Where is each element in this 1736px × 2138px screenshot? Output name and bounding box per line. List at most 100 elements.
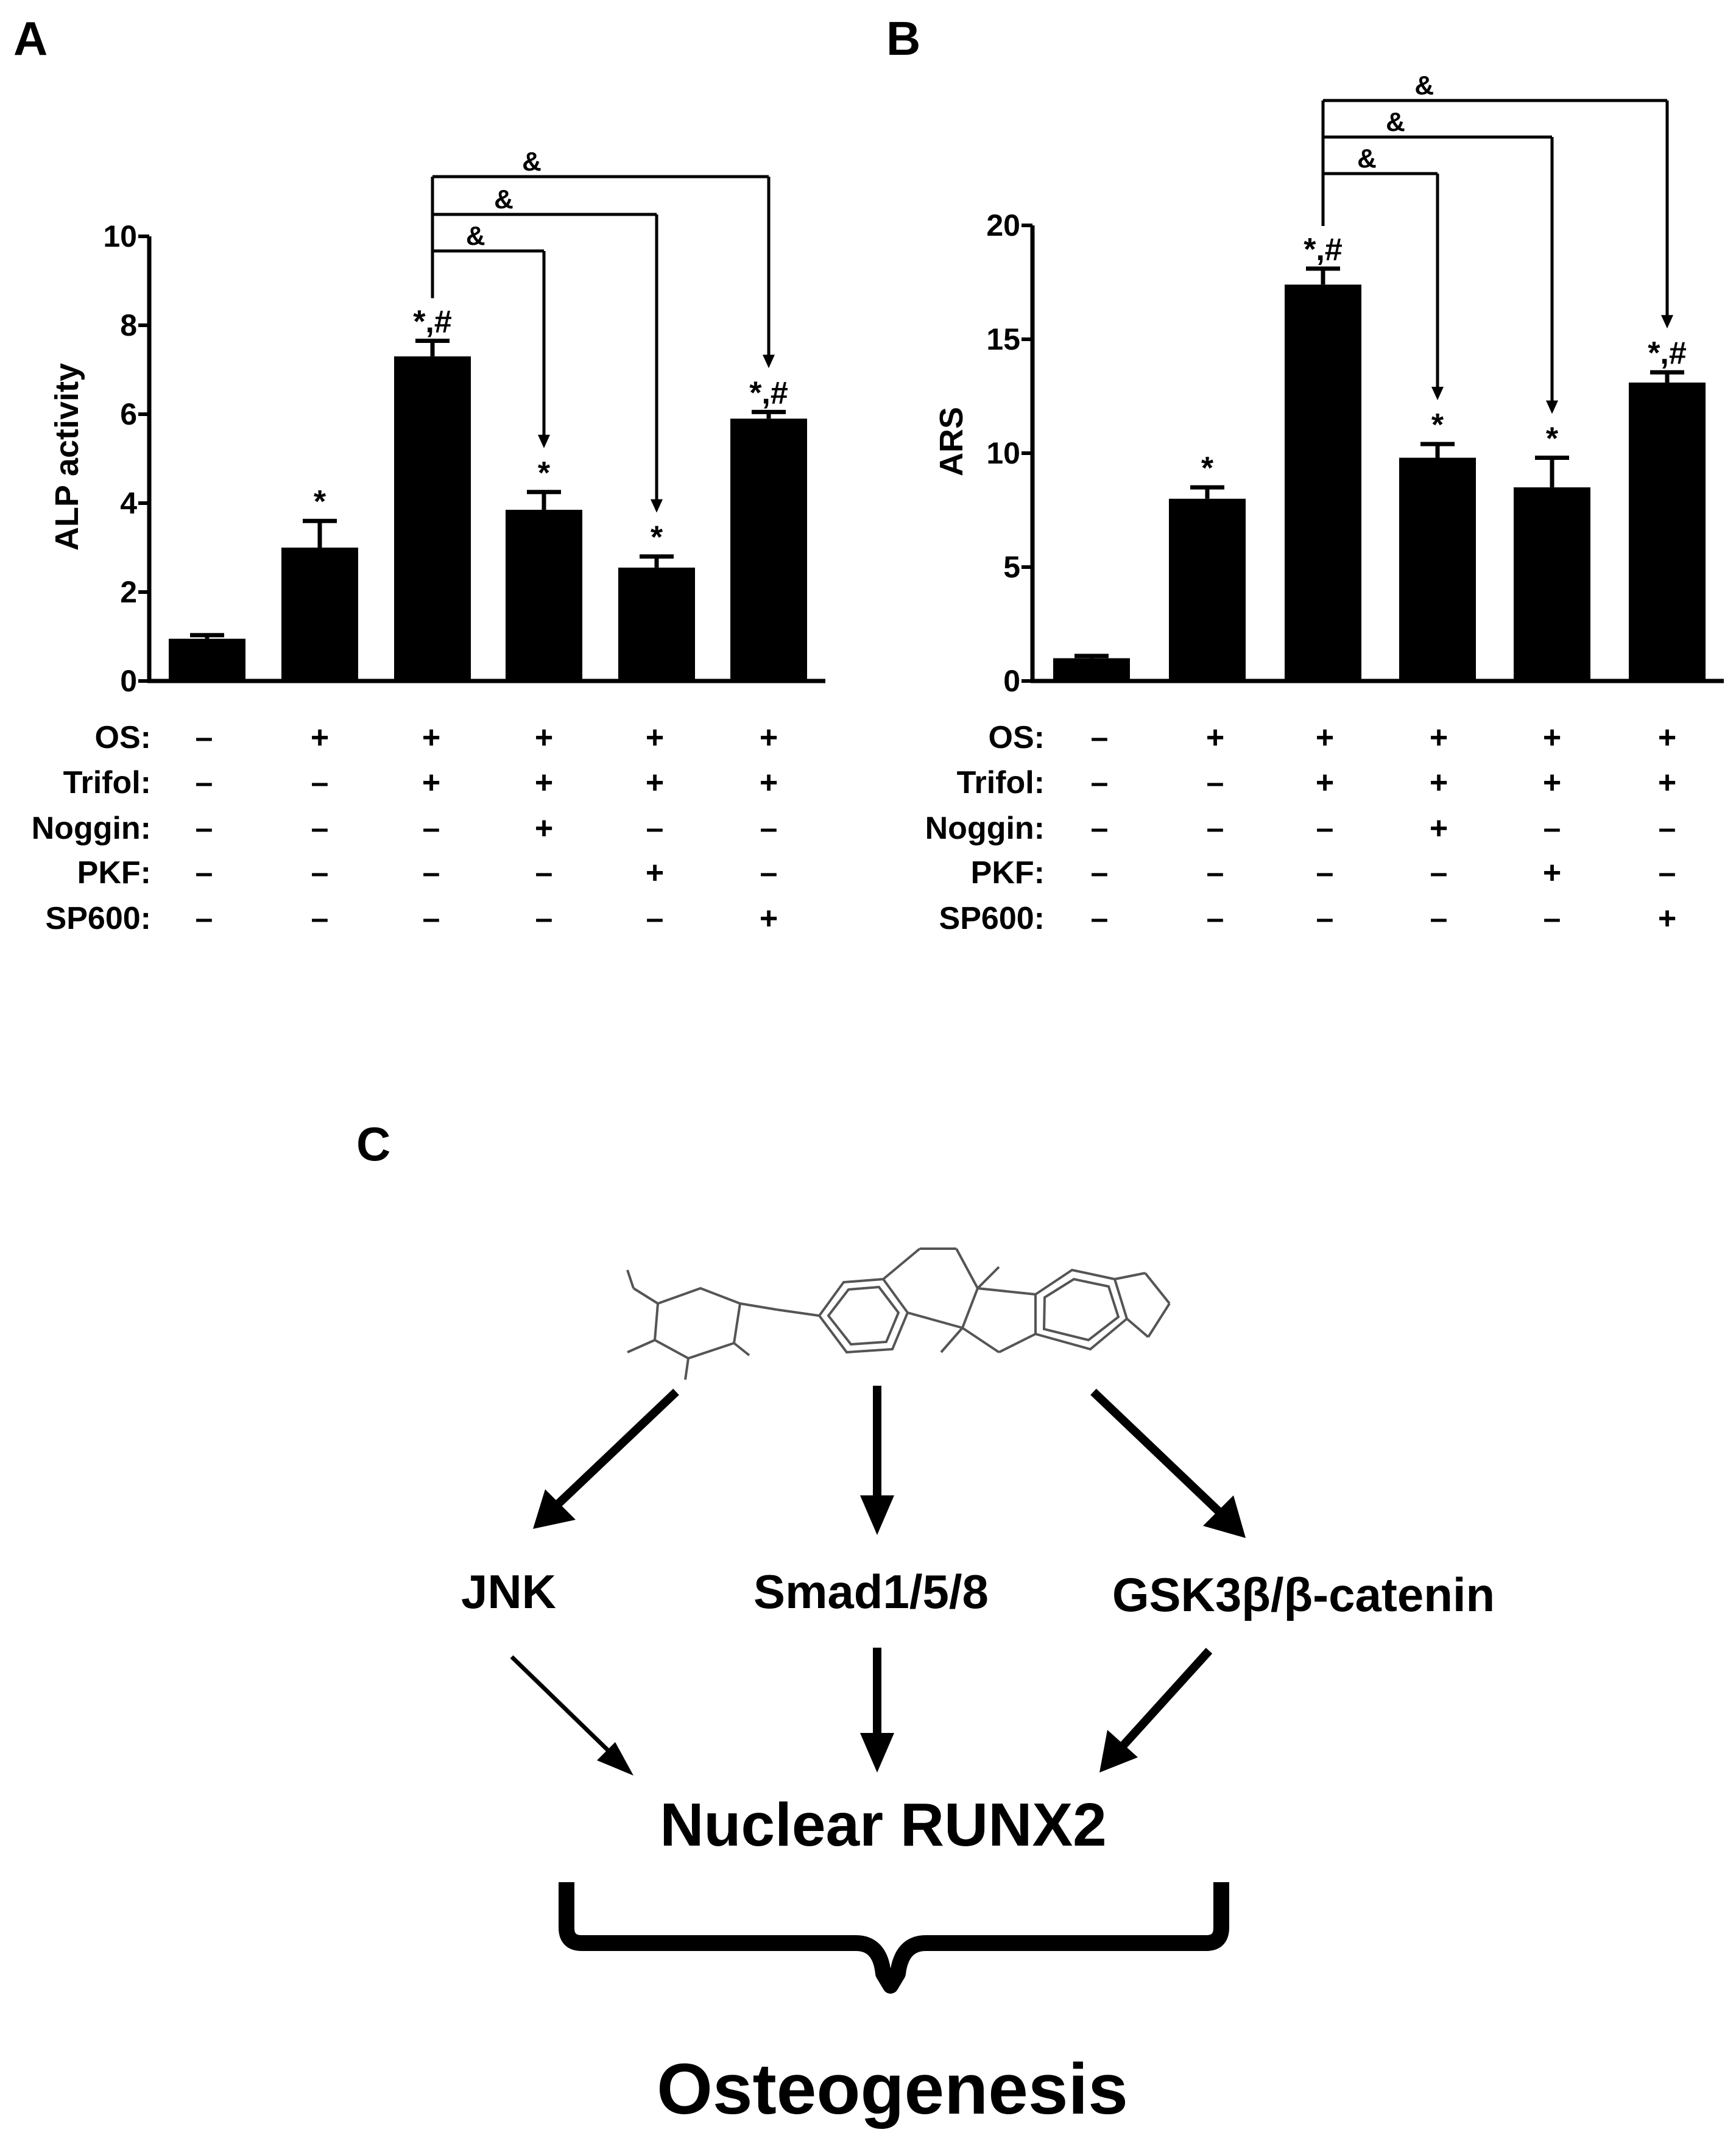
- condition-sign: –: [1091, 901, 1109, 936]
- condition-sign: +: [1543, 720, 1561, 755]
- bar: [506, 509, 582, 681]
- condition-sign: –: [1430, 855, 1448, 891]
- arrow-to-jnk-head: [533, 1489, 576, 1529]
- pathway-label-smad: Smad1/5/8: [753, 1565, 989, 1618]
- condition-sign: +: [646, 765, 664, 800]
- y-tick-label: 0: [120, 664, 137, 698]
- bar: [730, 418, 807, 681]
- bracket-arrowhead: [651, 499, 663, 513]
- arrow-jnk-to-runx2: [510, 1655, 617, 1759]
- condition-sign: –: [760, 855, 778, 891]
- condition-sign: –: [1544, 901, 1561, 936]
- condition-sign: +: [760, 720, 778, 755]
- significance-label: *,#: [1304, 232, 1343, 267]
- arrow-to-gsk3b: [1090, 1388, 1227, 1520]
- condition-sign: +: [1430, 811, 1448, 846]
- arrow-jnk-to-runx2-head: [597, 1742, 633, 1776]
- chart-b-ylabel: ARS: [933, 407, 970, 476]
- condition-sign: +: [646, 855, 664, 891]
- significance-label: *,#: [749, 375, 788, 411]
- condition-sign: –: [1659, 811, 1676, 846]
- condition-sign: –: [1544, 811, 1561, 846]
- condition-sign: –: [423, 811, 440, 846]
- condition-label: OS:: [95, 720, 151, 755]
- condition-sign: –: [423, 901, 440, 936]
- condition-sign: –: [311, 811, 329, 846]
- condition-sign: +: [1206, 720, 1224, 755]
- y-tick-label: 5: [1003, 550, 1020, 584]
- bracket-arrowhead: [1431, 387, 1444, 401]
- arrow-to-jnk: [551, 1388, 679, 1511]
- condition-label: Trifol:: [63, 765, 151, 800]
- bar: [1514, 487, 1590, 681]
- y-tick-label: 6: [120, 397, 137, 431]
- condition-sign: –: [196, 811, 213, 846]
- pathway-label-jnk: JNK: [461, 1565, 556, 1618]
- condition-sign: –: [1316, 855, 1334, 891]
- condition-sign: +: [1316, 720, 1334, 755]
- condition-label: SP600:: [46, 901, 151, 936]
- condition-sign: –: [1091, 811, 1109, 846]
- condition-label: OS:: [989, 720, 1045, 755]
- condition-sign: –: [196, 720, 213, 755]
- condition-sign: –: [1207, 811, 1224, 846]
- arrow-smad-to-runx2-head: [860, 1733, 894, 1773]
- y-tick-label: 10: [986, 436, 1020, 470]
- arrow-gsk3b-to-runx2-head: [1099, 1730, 1138, 1773]
- condition-sign: –: [1207, 901, 1224, 936]
- condition-sign: –: [196, 765, 213, 800]
- condition-sign: +: [311, 720, 329, 755]
- condition-sign: +: [1658, 720, 1676, 755]
- bracket-arrowhead: [1661, 315, 1673, 329]
- condition-sign: –: [1091, 765, 1109, 800]
- condition-sign: +: [422, 720, 440, 755]
- condition-sign: –: [311, 901, 329, 936]
- condition-label: PKF:: [971, 855, 1045, 891]
- significance-label: *: [1431, 407, 1444, 443]
- pathway-diagram: JNK Smad1/5/8 GSK3β/β-catenin Nuclear RU…: [461, 1247, 1495, 2129]
- condition-label: Trifol:: [957, 765, 1045, 800]
- condition-sign: –: [311, 765, 329, 800]
- condition-sign: +: [535, 720, 553, 755]
- condition-sign: –: [1316, 811, 1334, 846]
- condition-label: SP600:: [939, 901, 1045, 936]
- condition-label: PKF:: [77, 855, 151, 891]
- bar: [1285, 284, 1361, 681]
- comparison-symbol: &: [494, 185, 513, 214]
- condition-label: Noggin:: [925, 811, 1045, 846]
- bar: [1053, 658, 1130, 681]
- bar: [281, 548, 358, 681]
- arrow-to-smad-head: [860, 1495, 894, 1535]
- condition-sign: +: [1430, 720, 1448, 755]
- bar: [169, 638, 245, 681]
- significance-label: *: [1201, 451, 1214, 486]
- comparison-symbol: &: [466, 221, 485, 251]
- bar: [1169, 498, 1246, 681]
- condition-sign: –: [760, 811, 778, 846]
- condition-sign: –: [196, 855, 213, 891]
- y-tick-label: 8: [120, 308, 137, 342]
- y-tick-label: 20: [986, 208, 1020, 242]
- significance-label: *,#: [1648, 336, 1687, 371]
- condition-sign: –: [311, 855, 329, 891]
- condition-sign: –: [1091, 720, 1109, 755]
- significance-label: *,#: [413, 305, 452, 340]
- trifolirhizin-structure-icon: [626, 1247, 1171, 1380]
- bar: [394, 356, 471, 681]
- bracket-arrowhead: [763, 355, 775, 369]
- condition-sign: +: [760, 765, 778, 800]
- y-tick-label: 2: [120, 575, 137, 609]
- bar: [1399, 457, 1476, 681]
- condition-sign: +: [1543, 855, 1561, 891]
- conditions-table-b: OS:–+++++Trifol:––++++Noggin:–––+––PKF:–…: [925, 720, 1677, 936]
- condition-sign: –: [646, 901, 664, 936]
- y-tick-label: 0: [1003, 664, 1020, 698]
- panel-b-letter: B: [886, 12, 920, 65]
- target-label: Nuclear RUNX2: [660, 1791, 1107, 1859]
- chart-a-ylabel: ALP activity: [49, 363, 85, 551]
- significance-label: *: [314, 484, 326, 520]
- significance-label: *: [538, 456, 551, 491]
- curly-brace: [559, 1882, 1229, 1994]
